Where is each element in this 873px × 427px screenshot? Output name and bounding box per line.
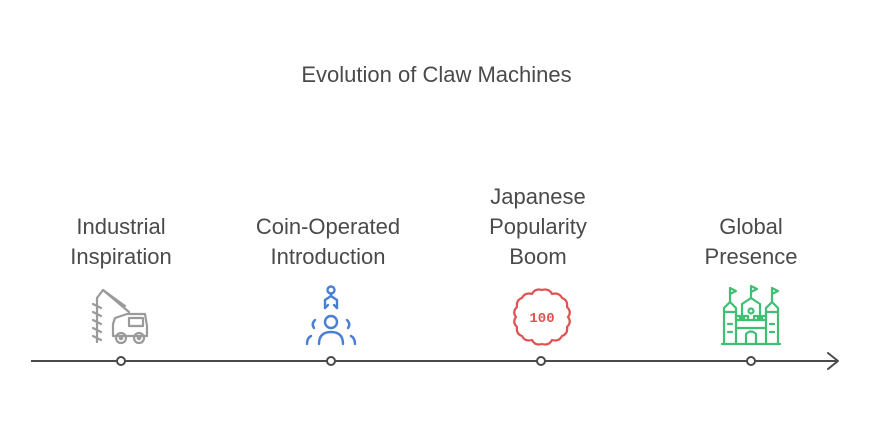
timeline-marker-3 [536,356,546,366]
milestone-label-coin-operated-introduction: Coin-Operated Introduction [255,214,401,269]
timeline-marker-2 [326,356,336,366]
milestone-label-japanese-popularity-boom: Japanese Popularity Boom [489,184,587,269]
timeline-marker-4 [746,356,756,366]
milestone-label-industrial-inspiration: Industrial Inspiration [70,214,172,269]
milestone-label-global-presence: Global Presence [704,214,798,269]
timeline-arrowhead-icon [827,352,839,370]
claw-grabbing-toy-icon [305,285,357,346]
castle-icon [720,284,782,346]
diagram-title: Evolution of Claw Machines [301,62,572,87]
timeline-marker-1 [116,356,126,366]
hundred-badge-icon: 100 [513,288,571,346]
hundred-badge-text: 100 [529,311,554,327]
excavator-icon [91,288,149,345]
